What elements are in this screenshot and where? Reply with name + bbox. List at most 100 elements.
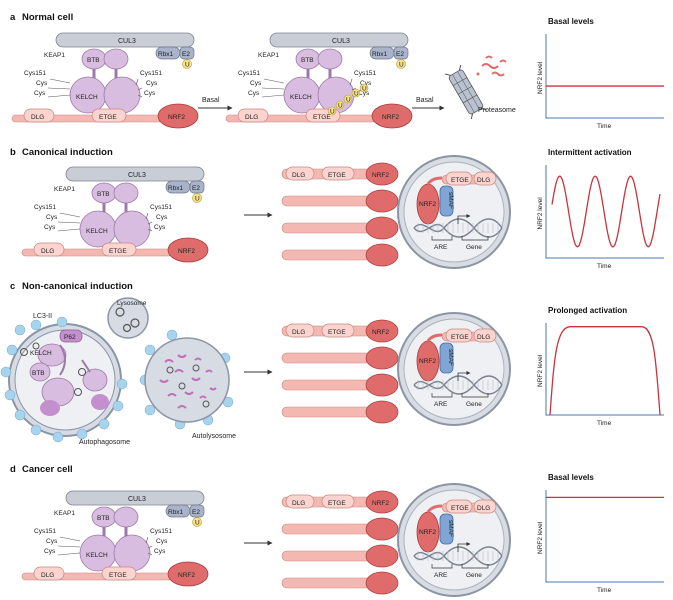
etge-motif xyxy=(91,108,127,123)
etge-label: ETGE xyxy=(328,500,346,507)
lysosome-label: Lysosome xyxy=(117,300,147,307)
nrf2-protein xyxy=(371,103,413,129)
keap1-label: KEAP1 xyxy=(258,52,279,59)
ubiquitin xyxy=(192,193,202,203)
lc3-ii-punctum xyxy=(30,424,42,436)
ubiquitin-label: U xyxy=(185,62,190,69)
nrf2-backbone xyxy=(281,550,375,562)
dlg-motif xyxy=(473,499,497,514)
cul3-scaffold xyxy=(65,166,205,182)
dlg-label: DLG xyxy=(292,329,305,336)
cys151-label: Cys151 xyxy=(150,528,172,535)
lc3-ii-punctum xyxy=(116,378,128,390)
cys-label: Cys xyxy=(156,538,168,545)
nrf2-protein xyxy=(365,319,399,343)
dlg-label: DLG xyxy=(292,172,305,179)
dlg-label: DLG xyxy=(477,177,490,184)
e2-label: E2 xyxy=(182,51,190,58)
lc3-ii-punctum xyxy=(144,344,156,356)
etge-motif xyxy=(445,499,473,514)
cys151-label: Cys151 xyxy=(238,70,260,77)
panel-title: Cancer cell xyxy=(22,464,73,475)
basal-label: Basal xyxy=(202,97,220,104)
lc3-ii-label: LC3-II xyxy=(33,313,52,320)
nrf2-protein xyxy=(365,243,399,267)
rbx1-label: Rbx1 xyxy=(372,51,388,58)
nrf2-backbone xyxy=(281,352,375,364)
cys-label: Cys xyxy=(156,214,168,221)
btb-label: BTB xyxy=(301,57,314,64)
graph-title: Basal levels xyxy=(548,473,594,482)
nrf2-backbone xyxy=(281,249,375,261)
e2 xyxy=(189,180,205,194)
cys-label: Cys xyxy=(46,214,58,221)
cys-label: Cys xyxy=(250,80,262,87)
cys151-label: Cys151 xyxy=(140,70,162,77)
etge-motif xyxy=(321,166,355,181)
e2-label: E2 xyxy=(192,185,200,192)
dlg-label: DLG xyxy=(41,572,54,579)
nrf2-backbone xyxy=(281,379,375,391)
smaf-label: sMAF xyxy=(447,192,454,209)
graph-title: Basal levels xyxy=(548,17,594,26)
cys-label: Cys xyxy=(358,90,370,97)
cys151-label: Cys151 xyxy=(150,204,172,211)
dlg-motif xyxy=(473,328,497,343)
ubiquitin-label: U xyxy=(338,103,343,110)
dlg-motif xyxy=(285,166,315,181)
x-axis-label: Time xyxy=(597,123,612,130)
p62-label: P62 xyxy=(64,334,76,341)
autophagosome-label: Autophagosome xyxy=(79,439,130,446)
nrf2-protein xyxy=(365,346,399,370)
etge-label: ETGE xyxy=(109,248,127,255)
nrf2-label: NRF2 xyxy=(419,358,436,365)
dlg-label: DLG xyxy=(477,505,490,512)
are-label: ARE xyxy=(434,572,448,579)
graph-axes xyxy=(545,490,664,583)
cys-label: Cys xyxy=(154,224,166,231)
lc3-ii-punctum xyxy=(14,324,26,336)
cul3-label: CUL3 xyxy=(118,38,136,45)
keap1-label: KEAP1 xyxy=(44,52,65,59)
are-label: ARE xyxy=(434,244,448,251)
lc3-ii-punctum xyxy=(52,431,64,443)
autolysosome-label: Autolysosome xyxy=(192,433,236,440)
cys-label: Cys xyxy=(146,80,158,87)
cys151-label: Cys151 xyxy=(354,70,376,77)
panel-letter: c xyxy=(10,281,15,292)
nrf2-protein xyxy=(167,561,209,587)
cys-label: Cys xyxy=(154,548,166,555)
dlg-label: DLG xyxy=(477,334,490,341)
dna-strand xyxy=(413,375,503,395)
lc3-ii-punctum xyxy=(14,409,26,421)
etge-motif xyxy=(321,323,355,338)
cys-label: Cys xyxy=(46,538,58,545)
cys-label: Cys xyxy=(360,80,372,87)
lysosome: Lysosome xyxy=(107,297,149,339)
graph-axes xyxy=(545,34,664,119)
btb-label: BTB xyxy=(97,515,110,522)
keap1-label: KEAP1 xyxy=(54,510,75,517)
nrf2-protein xyxy=(157,103,199,129)
dlg-motif xyxy=(237,108,269,123)
nrf2-protein xyxy=(365,490,399,514)
ubiquitin-label: U xyxy=(354,91,359,98)
kelch-domain xyxy=(113,534,151,572)
nrf2-label: NRF2 xyxy=(372,329,389,336)
ubiquitin xyxy=(343,94,353,104)
autophagosome: P62 KELCH BTB xyxy=(8,323,122,437)
nrf2-label: NRF2 xyxy=(168,114,185,121)
lc3-ii-punctum xyxy=(0,366,12,378)
dlg-motif xyxy=(33,242,65,257)
kelch-domain xyxy=(103,76,141,114)
lc3-ii-punctum xyxy=(56,316,68,328)
cys151-label: Cys151 xyxy=(34,204,56,211)
ubiquitin xyxy=(335,100,345,110)
autolysosome xyxy=(144,337,230,423)
